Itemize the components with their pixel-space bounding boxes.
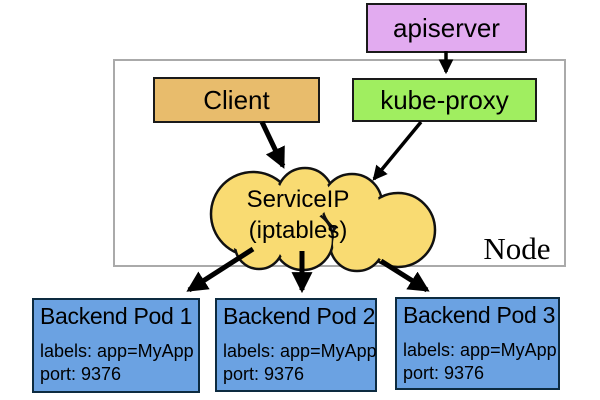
serviceip-label-line2: (iptables) bbox=[248, 217, 348, 244]
backend-pod-2-title: Backend Pod 2 bbox=[223, 303, 376, 329]
kube-proxy-label: kube-proxy bbox=[380, 84, 509, 115]
backend-pod-3-title: Backend Pod 3 bbox=[403, 302, 556, 328]
client-box: Client bbox=[153, 77, 320, 123]
client-label: Client bbox=[203, 84, 270, 115]
backend-pod-2-box: Backend Pod 2 labels: app=MyApp port: 93… bbox=[215, 298, 377, 392]
serviceip-cloud-label: ServiceIP (iptables) bbox=[223, 184, 373, 246]
backend-pod-3-box: Backend Pod 3 labels: app=MyApp port: 93… bbox=[395, 297, 560, 390]
backend-pod-3-labels: labels: app=MyApp bbox=[403, 340, 557, 360]
backend-pod-2-port: port: 9376 bbox=[223, 364, 305, 384]
apiserver-box: apiserver bbox=[366, 3, 527, 53]
backend-pod-1-port: port: 9376 bbox=[40, 364, 122, 384]
backend-pod-1-labels: labels: app=MyApp bbox=[40, 341, 194, 361]
backend-pod-1-title: Backend Pod 1 bbox=[40, 303, 193, 329]
node-label: Node bbox=[483, 231, 551, 266]
backend-pod-2-labels: labels: app=MyApp bbox=[223, 341, 377, 361]
backend-pod-3-port: port: 9376 bbox=[403, 363, 485, 383]
apiserver-label: apiserver bbox=[393, 12, 500, 43]
backend-pod-1-box: Backend Pod 1 labels: app=MyApp port: 93… bbox=[32, 298, 200, 393]
kube-proxy-box: kube-proxy bbox=[352, 78, 537, 122]
serviceip-label-line1: ServiceIP bbox=[246, 186, 350, 213]
